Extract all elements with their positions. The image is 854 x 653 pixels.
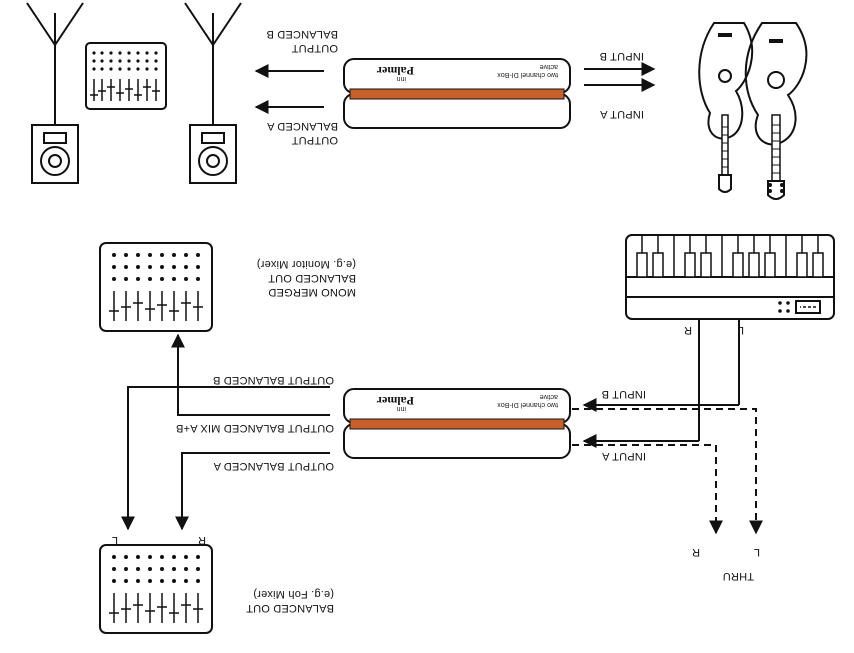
- speaker-icon: [184, 2, 242, 184]
- mixer-icon-monitor: [99, 242, 213, 332]
- mono-line-3: (e.g. Monitor Mixer): [257, 258, 356, 270]
- brand-sub: inn: [397, 405, 406, 412]
- foh-line-2: (e.g. Foh Mixer): [253, 588, 334, 600]
- top-output-b-line2: BALANCED B: [266, 28, 338, 40]
- foh-line-1: BALANCED OUT: [246, 602, 334, 614]
- top-input-a-label: INPUT A: [600, 108, 644, 120]
- guitar-icon: [744, 22, 808, 200]
- top-input-b-label: INPUT B: [599, 50, 644, 62]
- mono-line-2: BALANCED OUT: [268, 272, 356, 284]
- speaker-icon: [26, 2, 84, 184]
- brand-logo: Palmer: [376, 394, 414, 408]
- guitar-icon: [698, 22, 754, 193]
- thru-r-line: [572, 444, 723, 535]
- bottom-input-b-label: INPUT B: [601, 388, 646, 400]
- out-bal-b-label: OUTPUT BALANCED B: [213, 374, 334, 386]
- mono-line-1: MONO MERGED: [268, 286, 356, 298]
- mixer-icon-small: [85, 42, 167, 110]
- mixer-r-label: R: [198, 534, 206, 546]
- thru-l-line: [572, 408, 763, 535]
- keyboard-icon: [625, 234, 835, 320]
- model-line-1: two channel DI-Box: [497, 401, 558, 408]
- brand-logo: Palmer: [376, 64, 414, 78]
- top-output-b-line1: OUTPUT: [292, 42, 339, 54]
- thru-l-label: L: [754, 546, 760, 558]
- top-output-a-line2: BALANCED A: [266, 120, 338, 132]
- out-b-to-foh: [121, 386, 330, 531]
- out-mix-label: OUTPUT BALANCED MIX A+B: [176, 422, 334, 434]
- thru-r-label: R: [692, 546, 700, 558]
- keyboard-r-label: R: [684, 324, 692, 336]
- keyboard-l-label: L: [738, 324, 744, 336]
- thru-label: THRU: [723, 570, 754, 582]
- di-box-top: Palmer inn two channel DI-Box active: [343, 58, 571, 129]
- di-box-stripe: [349, 418, 565, 430]
- bottom-input-a-label: INPUT A: [602, 450, 646, 462]
- top-output-a-line1: OUTPUT: [292, 134, 339, 146]
- mixer-l-label: L: [112, 534, 118, 546]
- model-line-2: active: [540, 63, 558, 70]
- mixer-icon-foh: [99, 544, 213, 634]
- out-bal-a-label: OUTPUT BALANCED A: [213, 460, 334, 472]
- model-line-1: two channel DI-Box: [497, 71, 558, 78]
- out-a-to-foh: [175, 452, 330, 531]
- brand-sub: inn: [397, 75, 406, 82]
- out-mix-to-monitor: [171, 333, 330, 416]
- model-line-2: active: [540, 393, 558, 400]
- di-box-bottom: Palmer inn two channel DI-Box active: [343, 388, 571, 459]
- di-box-stripe: [349, 88, 565, 100]
